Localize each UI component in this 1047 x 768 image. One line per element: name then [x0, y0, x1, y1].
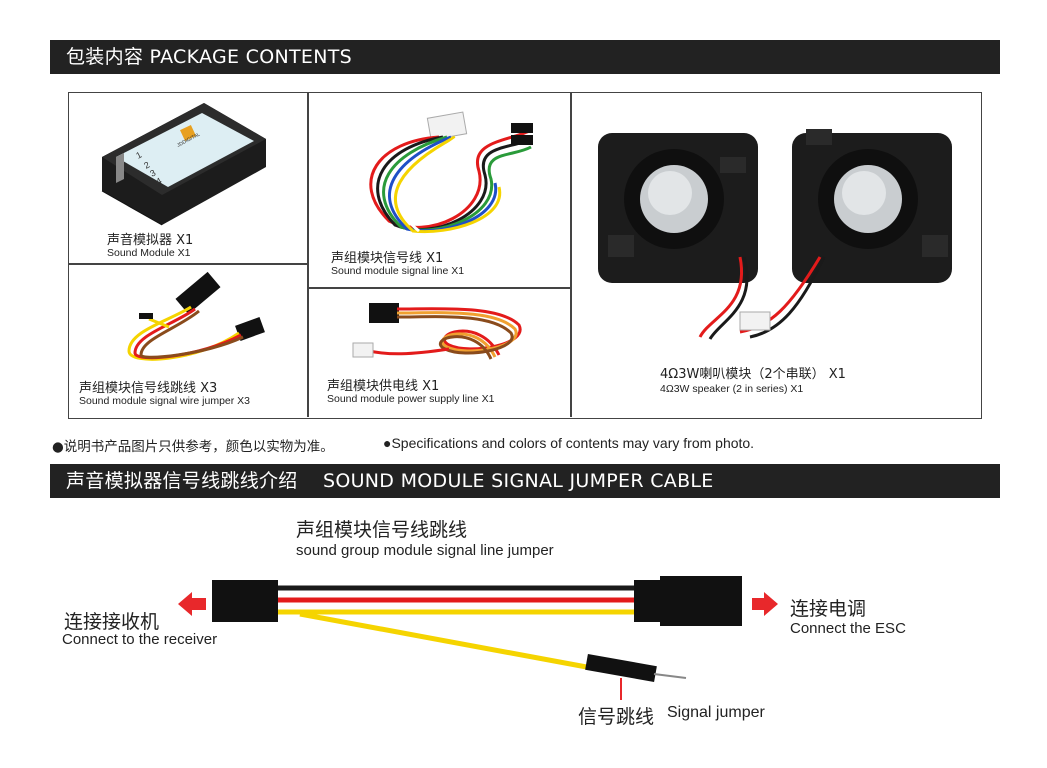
signal-jumper-pin: [653, 673, 687, 679]
connector-left: [212, 580, 278, 622]
left-label-en: Connect to the receiver: [62, 631, 218, 648]
module-port-label: 4: [154, 176, 163, 187]
jumper-cable-diagram: [178, 576, 778, 700]
divider: [69, 263, 308, 265]
item-label-cn: 4Ω3W喇叭模块（2个串联） X1: [660, 367, 846, 382]
item-power-supply-line: 声组模块供电线 X1 Sound module power supply lin…: [309, 289, 570, 417]
package-contents-grid: 1 2 3 4 JDDIGITAL 声音模拟器 X1 Sound Module …: [68, 92, 982, 419]
note-cn: ●说明书产品图片只供参考，颜色以实物为准。: [52, 439, 334, 455]
item-signal-line: 声组模块信号线 X1 Sound module signal line X1: [309, 93, 570, 287]
arrow-left-icon: [178, 592, 206, 616]
item-sound-module: 1 2 3 4 JDDIGITAL 声音模拟器 X1 Sound Module …: [69, 93, 307, 263]
divider: [570, 93, 572, 417]
item-label-en: Sound module power supply line X1: [327, 393, 495, 405]
item-speakers: 4Ω3W喇叭模块（2个串联） X1 4Ω3W speaker (2 in ser…: [572, 93, 980, 417]
item-label-cn: 声音模拟器 X1: [107, 233, 194, 248]
item-label-cn: 声组模块信号线 X1: [331, 251, 444, 266]
divider: [308, 287, 570, 289]
wire-signal-branch: [299, 611, 593, 671]
connector-right-shell: [634, 580, 660, 622]
note-en: ●Specifications and colors of contents m…: [383, 435, 755, 451]
section-header-package-contents: 包装内容 PACKAGE CONTENTS: [50, 40, 1000, 74]
diagram-title-en: sound group module signal line jumper: [296, 542, 554, 559]
item-label-en: Sound Module X1: [107, 247, 191, 259]
sound-module-image: 1 2 3 4 JDDIGITAL: [101, 103, 266, 226]
divider: [307, 93, 309, 417]
section-header-jumper-cable: 声音模拟器信号线跳线介绍 SOUND MODULE SIGNAL JUMPER …: [50, 464, 1000, 498]
right-label-cn: 连接电调: [790, 598, 867, 620]
module-port-label: 3: [148, 168, 157, 179]
jumper-label-en: Signal jumper: [667, 704, 765, 721]
item-label-en: Sound module signal line X1: [331, 265, 465, 277]
module-port-label: 2: [142, 160, 151, 171]
item-label-cn: 声组模块信号线跳线 X3: [79, 381, 218, 396]
module-port-label: 1: [134, 150, 143, 161]
jumper-label-cn: 信号跳线: [578, 706, 655, 728]
item-label-en: Sound module signal wire jumper X3: [79, 395, 251, 407]
left-label-cn: 连接接收机: [64, 611, 160, 633]
arrow-right-icon: [752, 592, 778, 616]
right-label-en: Connect the ESC: [790, 620, 906, 637]
power-supply-line-image: [352, 303, 522, 360]
connector-right: [660, 576, 742, 626]
item-label-en: 4Ω3W speaker (2 in series) X1: [660, 383, 804, 395]
signal-line-image: [369, 111, 533, 234]
signal-wire-jumper-image: [127, 271, 265, 361]
speaker-module-image: [598, 129, 952, 340]
item-signal-wire-jumper: 声组模块信号线跳线 X3 Sound module signal wire ju…: [69, 265, 307, 417]
signal-jumper-plug: [585, 654, 657, 682]
item-label-cn: 声组模块供电线 X1: [327, 379, 440, 394]
diagram-title-cn: 声组模块信号线跳线: [296, 519, 468, 541]
